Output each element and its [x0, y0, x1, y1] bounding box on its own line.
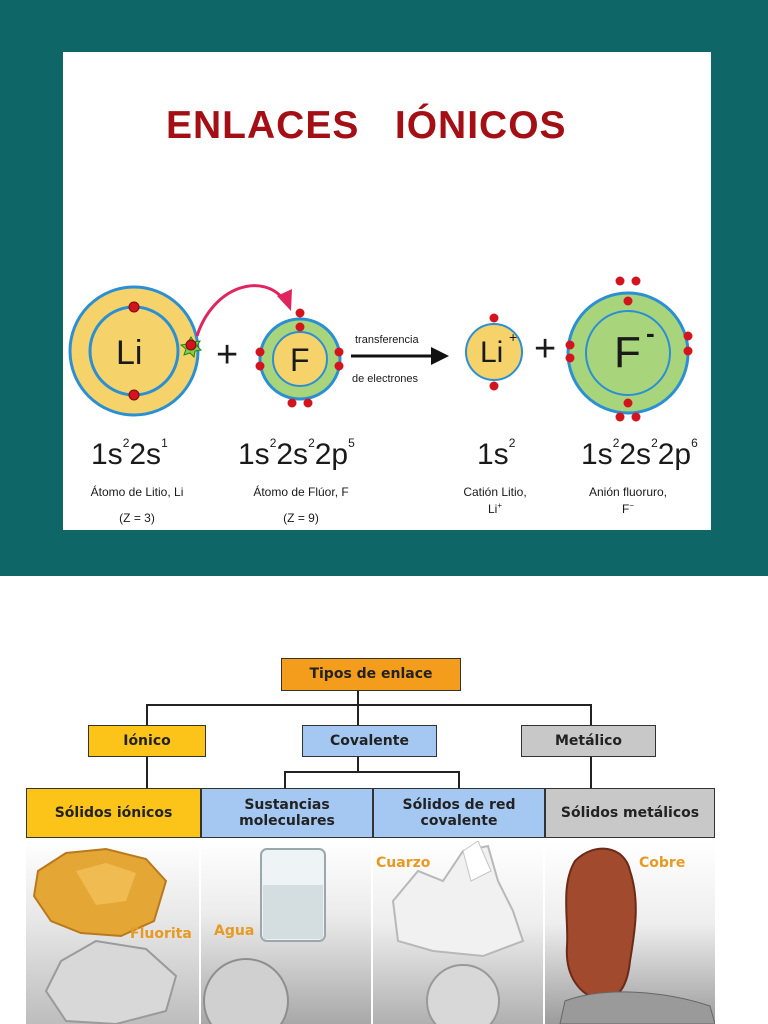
metallic-box: Metálico [521, 725, 656, 757]
f-anion-caption-2: F− [621, 501, 634, 516]
f-z: (Z = 9) [283, 511, 319, 525]
li-symbol: Li [116, 334, 143, 372]
f-config: 1s22s22p5 [238, 436, 355, 471]
arrow-label-bottom: de electrones [352, 373, 419, 385]
f-anion-caption: Anión fluoruro, [588, 485, 668, 499]
connector [357, 704, 359, 726]
li-cation-charge: + [509, 329, 518, 345]
connector [146, 704, 148, 726]
ionic-box: Iónico [88, 725, 206, 757]
photo-label-agua: Agua [214, 923, 255, 939]
slide-panel [63, 52, 711, 530]
photo-ionic: Fluorita [26, 841, 199, 1024]
ionic-bond-diagram: Li F Li + F - + + transferencia de elect… [63, 256, 711, 530]
photo-label-fluorita: Fluorita [130, 926, 192, 942]
photo-metallic: Cobre [545, 841, 715, 1024]
bond-types-chart: Tipos de enlace Iónico Covalente Metálic… [25, 655, 725, 1024]
f-anion-charge: - [646, 318, 655, 348]
li-cation-caption-2: Li+ [487, 501, 502, 516]
connector [590, 756, 592, 789]
fluorine-atom [255, 308, 344, 408]
photo-label-cuarzo: Cuarzo [376, 855, 431, 871]
photo-molecular: Agua [201, 841, 371, 1024]
li-cation-config: 1s2 [477, 436, 516, 471]
covalent-box: Covalente [302, 725, 437, 757]
molecular-substances-box: Sustancias moleculares [201, 788, 373, 838]
connector [146, 704, 592, 706]
ionic-solids-box: Sólidos iónicos [26, 788, 201, 838]
connector [284, 771, 286, 789]
connector [357, 690, 359, 705]
connector [146, 756, 148, 789]
plus-sign-2: + [534, 328, 557, 370]
li-cation-caption: Catión Litio, [463, 485, 527, 499]
fluoride-anion [565, 276, 693, 422]
photo-label-cobre: Cobre [639, 855, 686, 871]
slide-title: ENLACES IÓNICOS [166, 104, 567, 147]
f-caption: Átomo de Flúor, F [253, 485, 349, 499]
li-z: (Z = 3) [119, 511, 155, 525]
slide-background: ENLACES IÓNICOS [0, 0, 768, 576]
f-anion-symbol: F [614, 328, 641, 377]
li-caption: Átomo de Litio, Li [90, 485, 184, 499]
lithium-cation [465, 313, 523, 391]
lithium-atom [68, 285, 203, 417]
arrow-label-top: transferencia [355, 334, 419, 346]
ionic-bond-svg [68, 276, 693, 422]
covalent-network-box: Sólidos de red covalente [373, 788, 545, 838]
f-anion-config: 1s22s22p6 [581, 436, 698, 471]
metallic-solids-box: Sólidos metálicos [545, 788, 715, 838]
connector [458, 771, 460, 789]
connector [590, 704, 592, 726]
li-cation-symbol: Li [480, 336, 504, 369]
photo-covalent: Cuarzo [373, 841, 543, 1024]
plus-sign-1: + [216, 334, 239, 376]
f-symbol: F [290, 342, 310, 378]
connector [284, 771, 460, 773]
li-config: 1s22s1 [91, 436, 168, 471]
root-box: Tipos de enlace [281, 658, 461, 691]
connector [357, 756, 359, 772]
